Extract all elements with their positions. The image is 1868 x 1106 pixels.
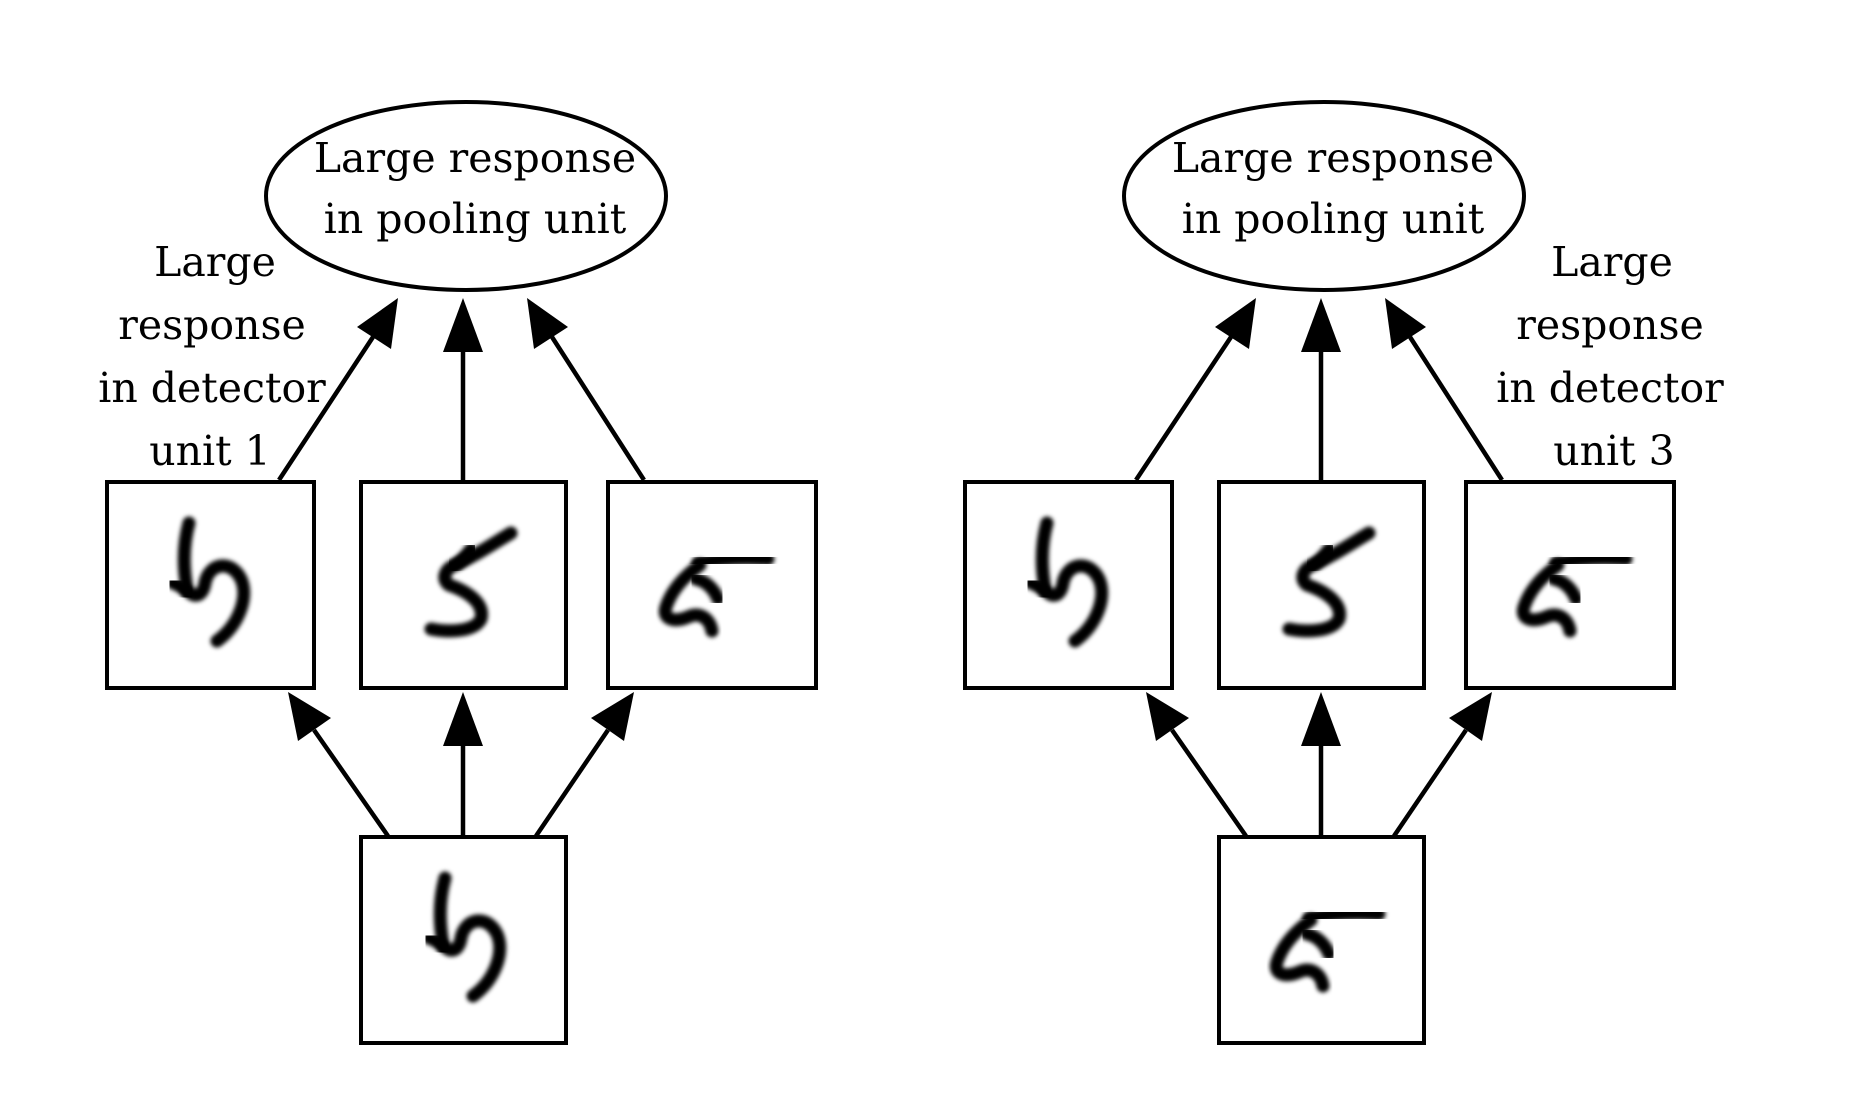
left-pool-arrow-3 xyxy=(527,298,646,482)
right-detector-label-line4: unit 3 xyxy=(1553,427,1675,475)
left-pool-arrow-2 xyxy=(443,298,483,480)
left-detector-label: Large response in detector unit 1 xyxy=(98,238,326,475)
right-pool-label-line2: in pooling unit xyxy=(1182,195,1485,243)
left-input xyxy=(359,835,568,1045)
right-detector-arrow-3 xyxy=(1392,692,1492,838)
right-detector-label-line2: response xyxy=(1516,301,1704,349)
left-detector-arrow-2 xyxy=(443,692,483,836)
left-pool-label-line1: Large response xyxy=(314,134,636,182)
left-detector-arrow-1 xyxy=(288,692,390,838)
left-pooling-unit: Large response in pooling unit xyxy=(264,100,668,292)
right-pool-arrow-1 xyxy=(1134,298,1256,482)
right-detector-label-line1: Large xyxy=(1551,238,1673,286)
left-detector-label-line4: unit 1 xyxy=(149,427,271,475)
right-pool-arrow-3 xyxy=(1385,298,1504,482)
left-detector-unit-3 xyxy=(606,480,818,690)
right-detector-arrow-2 xyxy=(1301,692,1341,836)
right-detector-unit-2 xyxy=(1217,480,1426,690)
right-pool-label-line1: Large response xyxy=(1172,134,1494,182)
right-panel: Large response in pooling unit Large res… xyxy=(963,100,1724,1045)
left-detector-unit-1 xyxy=(105,480,316,690)
left-pool-label-line2: in pooling unit xyxy=(324,195,627,243)
right-detector-unit-3 xyxy=(1464,480,1676,690)
right-pooling-ellipse xyxy=(1122,100,1526,292)
left-pool-arrow-1 xyxy=(277,298,398,482)
left-detector-arrow-3 xyxy=(534,692,634,838)
left-pooling-ellipse xyxy=(264,100,668,292)
right-detector-label: Large response in detector unit 3 xyxy=(1496,238,1724,475)
left-detector-label-line2: response xyxy=(118,301,306,349)
left-detector-unit-2 xyxy=(359,480,568,690)
right-detector-label-line3: in detector xyxy=(1496,364,1724,412)
left-detector-label-line3: in detector xyxy=(98,364,326,412)
right-pooling-unit: Large response in pooling unit xyxy=(1122,100,1526,292)
right-detector-arrow-1 xyxy=(1146,692,1248,838)
right-pool-arrow-2 xyxy=(1301,298,1341,480)
left-detector-label-line1: Large xyxy=(154,238,276,286)
left-panel: Large response in pooling unit Large res… xyxy=(98,100,818,1045)
right-input xyxy=(1217,835,1426,1045)
right-detector-unit-1 xyxy=(963,480,1174,690)
